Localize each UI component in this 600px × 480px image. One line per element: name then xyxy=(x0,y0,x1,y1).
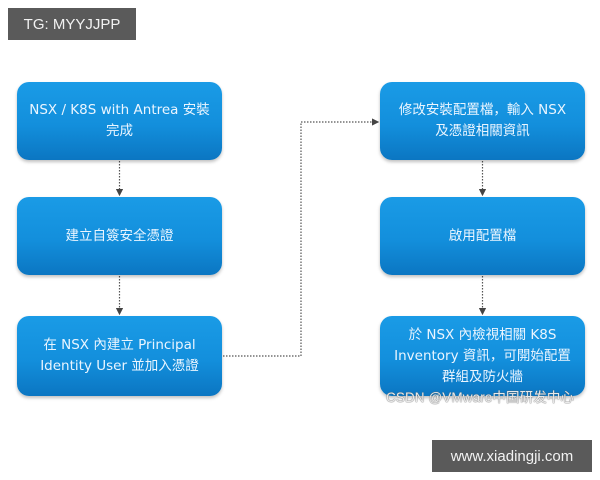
step-label: 於 NSX 內檢視相關 K8S Inventory 資訊，可開始配置群組及防火牆 xyxy=(394,326,571,385)
step-label: 在 NSX 內建立 Principal Identity User 並加入憑證 xyxy=(40,337,199,374)
connector-step3-step4 xyxy=(223,118,380,357)
watermark-tag-bottom: www.xiadingji.com xyxy=(432,440,592,472)
watermark-overlay: CSDN @VMware中国研发中心 xyxy=(386,390,575,405)
flow-step-apply-config: 啟用配置檔 xyxy=(380,197,585,275)
flow-step-create-cert: 建立自簽安全憑證 xyxy=(17,197,222,275)
step-label: 啟用配置檔 xyxy=(448,227,517,244)
step-label: 修改安裝配置檔，輸入 NSX 及憑證相關資訊 xyxy=(398,102,567,139)
flow-step-edit-config: 修改安裝配置檔，輸入 NSX 及憑證相關資訊 xyxy=(380,82,585,160)
flow-step-view-inventory: 於 NSX 內檢視相關 K8S Inventory 資訊，可開始配置群組及防火牆 xyxy=(380,316,585,396)
flow-step-antrea-installed: NSX / K8S with Antrea 安裝完成 xyxy=(17,82,222,160)
step-label: 建立自簽安全憑證 xyxy=(65,227,174,244)
flow-step-create-principal-identity: 在 NSX 內建立 Principal Identity User 並加入憑證 xyxy=(17,316,222,396)
watermark-tag-top: TG: MYYJJPP xyxy=(8,8,136,40)
step-label: NSX / K8S with Antrea 安裝完成 xyxy=(29,102,210,139)
